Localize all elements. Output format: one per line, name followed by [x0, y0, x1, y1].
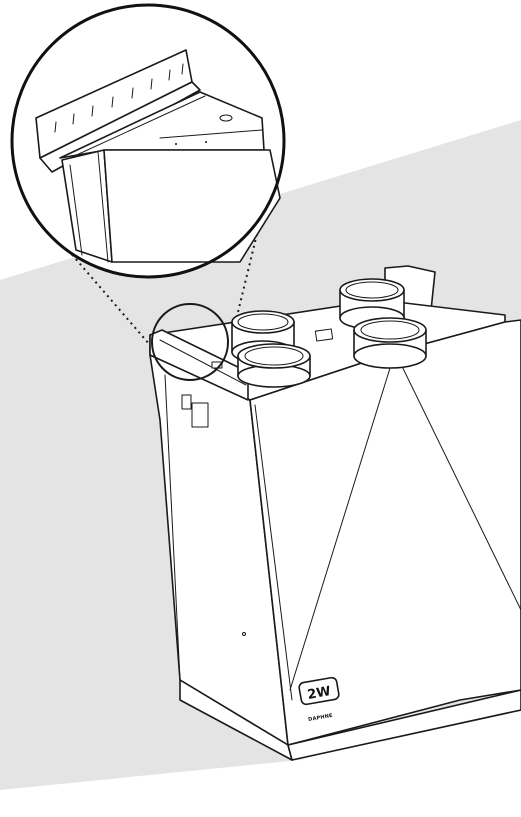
ventilation-unit: 2W DAPHNE — [149, 265, 521, 761]
duct-collar-front-right — [353, 317, 427, 369]
detail-dot-2 — [205, 141, 207, 143]
side-label-tag-2 — [191, 402, 209, 428]
front-panel-diagonal-left — [289, 351, 396, 691]
floor-area — [0, 690, 521, 817]
detail-magnifier — [10, 3, 286, 279]
detail-edge-line-1 — [69, 164, 83, 256]
detail-edge-line-2 — [97, 151, 109, 263]
brand-logo-text: 2W — [306, 684, 332, 703]
bracket-fold-line — [159, 339, 247, 386]
magnifier-outline — [10, 3, 286, 279]
front-panel-inner-edge — [254, 404, 293, 701]
duct-collar-front-left — [237, 343, 311, 388]
detail-callout-circle — [151, 303, 229, 381]
front-panel-diagonal-right — [394, 351, 521, 611]
unit-base-front — [287, 689, 521, 761]
detail-top-edge — [159, 129, 263, 139]
detail-dot-1 — [175, 143, 177, 145]
detail-top-rail — [69, 95, 206, 159]
detail-bracket-slots — [54, 63, 184, 133]
brand-logo-badge: 2W — [298, 676, 340, 706]
detail-top-screw — [219, 114, 233, 122]
side-panel-edge — [164, 374, 181, 681]
detail-unit-front-face — [103, 149, 281, 263]
side-label-tag-1 — [181, 394, 192, 410]
side-screw — [242, 632, 246, 636]
brand-name-text: DAPHNE — [308, 713, 334, 723]
top-connector-plate — [314, 328, 334, 342]
detail-bracket-drawing — [35, 49, 281, 263]
